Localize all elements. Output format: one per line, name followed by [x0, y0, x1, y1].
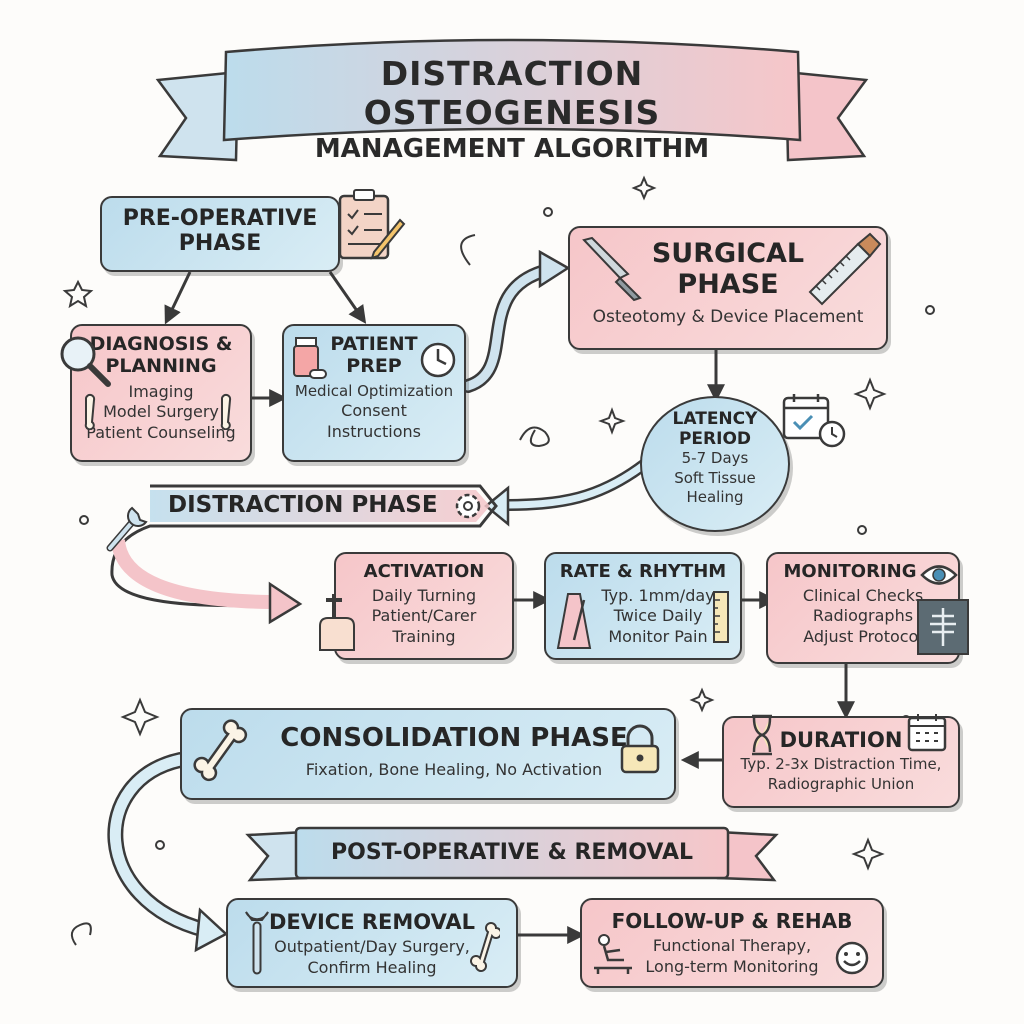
prep-title-1: PATIENT — [330, 333, 418, 355]
latency-period-circle[interactable]: LATENCY PERIOD 5-7 Days Soft Tissue Heal… — [640, 396, 790, 532]
duration-title: DURATION — [779, 728, 903, 752]
xray-icon — [917, 599, 969, 655]
diagnosis-title-2: PLANNING — [105, 354, 217, 377]
followup-item: Long-term Monitoring — [645, 956, 819, 976]
followup-rehab-box[interactable]: FOLLOW-UP & REHAB Functional Therapy, Lo… — [580, 898, 884, 988]
removal-title: DEVICE REMOVAL — [268, 910, 476, 934]
postop-banner — [245, 826, 779, 882]
clock-icon — [420, 342, 456, 378]
preop-title-1: PRE-OPERATIVE — [122, 206, 318, 231]
latency-item: Soft Tissue — [674, 468, 756, 487]
diagnosis-item: Model Surgery — [103, 402, 219, 422]
ruler-icon — [713, 591, 729, 643]
page-title: DISTRACTION OSTEOGENESIS MANAGEMENT ALGO… — [230, 54, 794, 164]
diagnosis-planning-box[interactable]: DIAGNOSIS & PLANNING Imaging Model Surge… — [70, 324, 252, 462]
latency-item: 5-7 Days — [681, 449, 749, 468]
activation-box[interactable]: ACTIVATION Daily Turning Patient/Carer T… — [334, 552, 514, 660]
latency-title-1: LATENCY — [672, 409, 758, 429]
prep-item: Instructions — [327, 421, 421, 441]
scalpel-icon — [582, 236, 642, 302]
followup-title: FOLLOW-UP & REHAB — [611, 909, 853, 933]
bone-icon — [193, 719, 248, 782]
followup-item: Functional Therapy, — [652, 936, 812, 955]
rate-item: Typ. 1mm/day — [601, 585, 715, 605]
activation-title: ACTIVATION — [363, 561, 485, 582]
diagnosis-item: Imaging — [128, 381, 194, 401]
padlock-icon — [620, 724, 660, 774]
consolidation-phase-box[interactable]: CONSOLIDATION PHASE Fixation, Bone Heali… — [180, 708, 676, 800]
duration-item: Radiographic Union — [767, 774, 915, 793]
monitoring-item: Radiographs — [812, 606, 914, 626]
title-line-1: DISTRACTION OSTEOGENESIS — [363, 54, 661, 132]
wrench-icon — [106, 506, 148, 552]
prep-item: Medical Optimization — [294, 381, 454, 400]
activation-item: Patient/Carer — [371, 606, 477, 626]
distraction-ribbon — [110, 484, 498, 608]
activation-item: Training — [392, 627, 456, 647]
wrench-icon — [245, 911, 269, 975]
rehab-exercise-icon — [594, 934, 632, 974]
monitoring-item: Clinical Checks — [802, 585, 924, 605]
calendar-icon — [907, 714, 947, 752]
surgical-phase-box[interactable]: SURGICAL PHASE Osteotomy & Device Placem… — [568, 226, 888, 350]
rate-item: Monitor Pain — [608, 627, 708, 647]
hand-turning-icon — [319, 594, 355, 651]
calendar-clock-icon — [782, 394, 846, 448]
bone-saw-icon — [808, 232, 882, 306]
arrow-prep-surgical — [461, 263, 555, 393]
removal-item: Outpatient/Day Surgery, — [274, 937, 470, 957]
medicine-bottle-icon — [293, 337, 327, 379]
consolidation-subtitle: Fixation, Bone Healing, No Activation — [305, 759, 603, 779]
smiley-icon — [835, 941, 869, 975]
magnifier-icon — [60, 336, 111, 387]
distraction-phase-label: DISTRACTION PHASE — [168, 492, 438, 518]
preop-title-2: PHASE — [178, 231, 262, 257]
device-removal-box[interactable]: DEVICE REMOVAL Outpatient/Day Surgery, C… — [226, 898, 518, 988]
metronome-icon — [556, 593, 592, 649]
latency-title-2: PERIOD — [678, 428, 752, 449]
decorative-sparkles — [62, 175, 935, 946]
diagnosis-item: Patient Counseling — [86, 423, 236, 443]
activation-item: Daily Turning — [371, 585, 477, 605]
rate-title: RATE & RHYTHM — [559, 561, 727, 582]
title-banner — [155, 38, 869, 162]
gear-icon — [455, 493, 481, 519]
removal-item: Confirm Healing — [307, 957, 437, 977]
bone-icon — [470, 922, 500, 972]
surgical-title-1: SURGICAL — [651, 238, 805, 269]
rate-item: Twice Daily — [613, 606, 703, 626]
prep-title-2: PREP — [346, 354, 402, 377]
eye-icon — [920, 565, 958, 585]
arrow-preop-prep — [328, 271, 367, 324]
duration-item: Typ. 2-3x Distraction Time, — [740, 755, 942, 774]
hourglass-icon — [752, 714, 772, 756]
title-line-2: MANAGEMENT ALGORITHM — [314, 134, 710, 164]
monitoring-item: Adjust Protocol — [803, 627, 923, 647]
bone-icon — [84, 393, 96, 430]
diagnosis-title-1: DIAGNOSIS & — [89, 333, 233, 355]
latency-item: Healing — [686, 488, 744, 507]
surgical-subtitle: Osteotomy & Device Placement — [592, 307, 864, 328]
bone-icon — [220, 393, 232, 430]
arrow-preop-diagnosis — [164, 271, 192, 325]
postop-removal-label: POST-OPERATIVE & REMOVAL — [331, 840, 693, 865]
prep-item: Consent — [341, 401, 407, 421]
preop-phase-box[interactable]: PRE-OPERATIVE PHASE — [100, 196, 340, 272]
monitoring-title: MONITORING — [783, 561, 917, 582]
surgical-title-2: PHASE — [677, 269, 779, 301]
consolidation-title: CONSOLIDATION PHASE — [280, 723, 628, 753]
clipboard-icon — [338, 189, 406, 260]
